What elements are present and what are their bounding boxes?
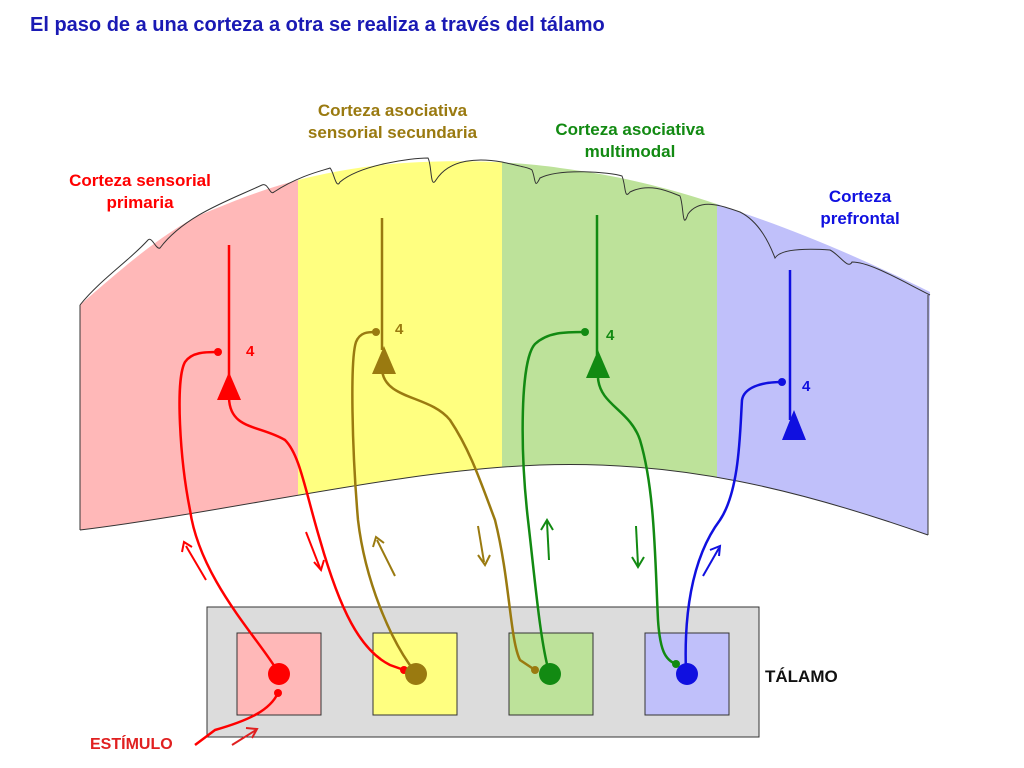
thalamic-neuron-secondary: [405, 663, 427, 685]
direction-arrows: [181, 518, 722, 746]
cortex-outline: [79, 157, 931, 536]
pyramidal-neuron-secondary: [372, 346, 396, 374]
page-title: El paso de a una corteza a otra se reali…: [30, 14, 605, 36]
pyramidal-neuron-primary: [217, 372, 241, 400]
layer-label-multimodal: 4: [606, 327, 615, 344]
thalamic-neuron-prefrontal: [676, 663, 698, 685]
pathway-prefrontal: [684, 270, 792, 673]
pyramidal-neuron-multimodal: [586, 350, 610, 378]
layer-label-primary: 4: [246, 343, 255, 360]
pathway-multimodal: [521, 215, 677, 673]
layer-label-secondary: 4: [395, 321, 404, 338]
pathway-primary: [178, 245, 405, 746]
thalamic-neuron-multimodal: [539, 663, 561, 685]
pyramidal-neuron-prefrontal: [782, 410, 806, 440]
cortex-bands: [80, 161, 930, 535]
layer-label-prefrontal: 4: [802, 378, 811, 395]
pathway-secondary: [351, 218, 536, 673]
thalamus-label: TÁLAMO: [765, 667, 838, 686]
stimulus-label: ESTÍMULO: [90, 736, 173, 753]
thalamic-neuron-primary: [268, 663, 290, 685]
band-prefrontal: [717, 161, 930, 535]
band-primary-sensory: [80, 161, 300, 535]
